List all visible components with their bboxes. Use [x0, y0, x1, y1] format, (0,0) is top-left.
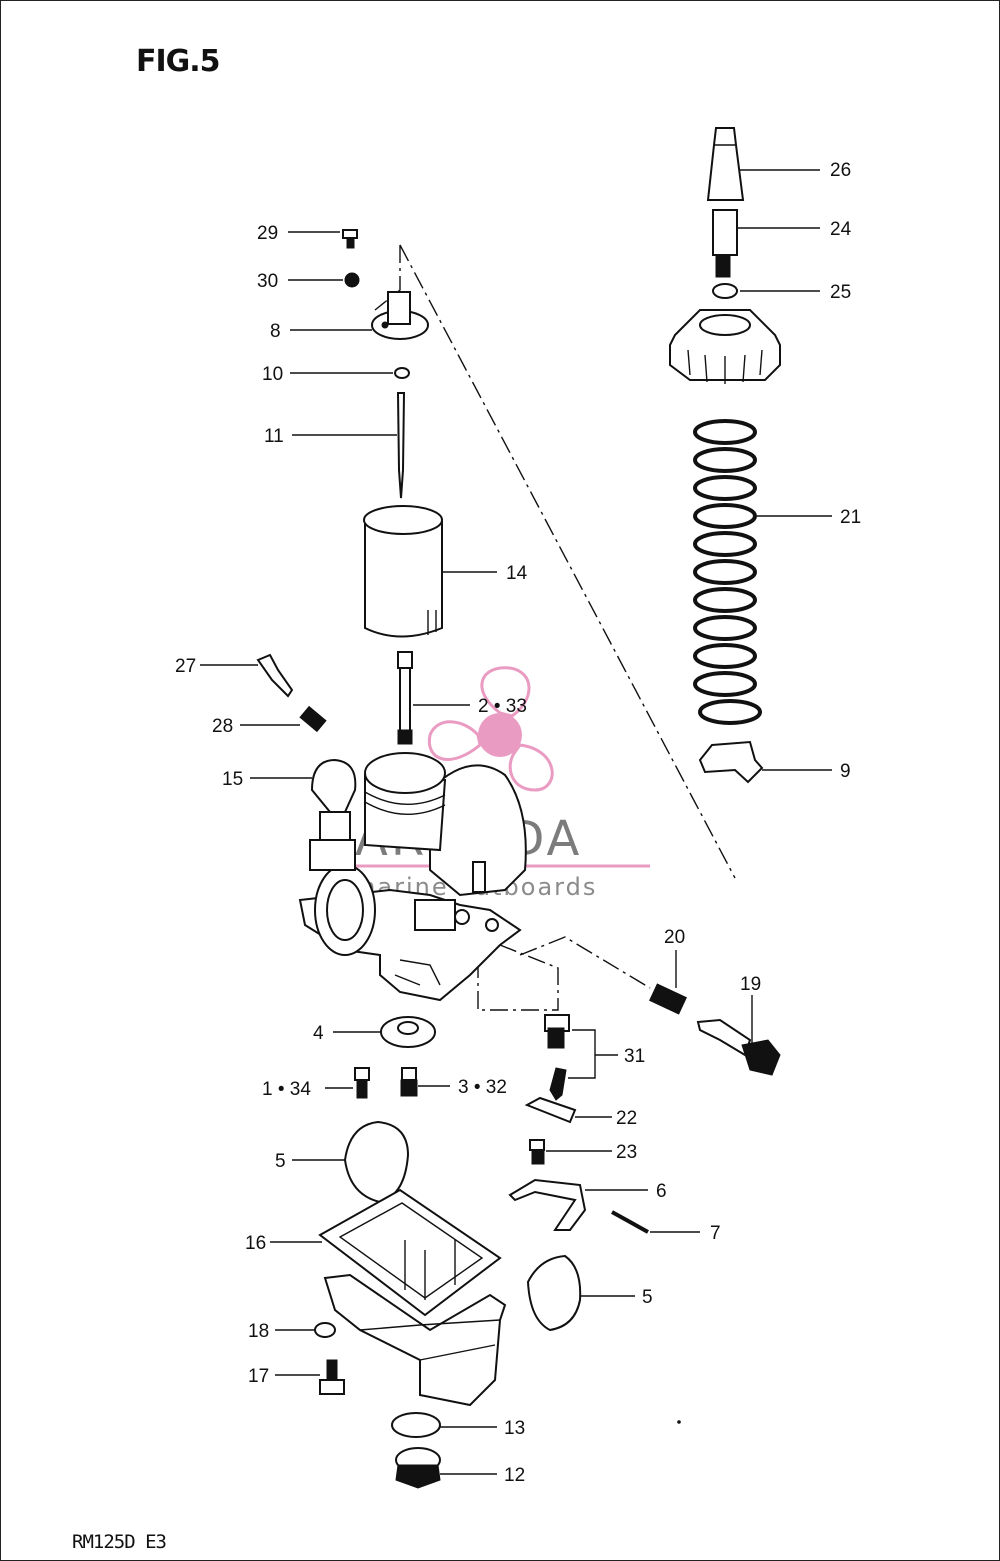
- part-26-cap-boot: [706, 127, 745, 201]
- callout-15: 15: [222, 769, 243, 790]
- part-5-float-b: [526, 1254, 582, 1332]
- callout-24: 24: [830, 219, 852, 240]
- callout-5-lower: 5: [642, 1287, 653, 1308]
- model-code: RM125D E3: [72, 1531, 167, 1553]
- part-19-idle-screw: [696, 1018, 781, 1076]
- part-29-screw: [342, 229, 358, 249]
- callout-26: 26: [830, 160, 851, 181]
- callout-21: 21: [840, 507, 861, 528]
- propeller-icon: [427, 666, 554, 792]
- part-3-32-jet: [400, 1067, 418, 1097]
- callout-3-32: 3 • 32: [458, 1077, 507, 1098]
- part-21-spring: [693, 419, 762, 725]
- part-28-spring-small: [299, 705, 327, 733]
- part-18-washer: [314, 1322, 336, 1338]
- callout-12: 12: [504, 1465, 525, 1486]
- part-9-plate: [698, 740, 764, 784]
- callout-23: 23: [616, 1142, 637, 1163]
- callout-10: 10: [262, 364, 283, 385]
- part-27-air-screw: [256, 653, 294, 698]
- part-needle-jet: [397, 651, 413, 745]
- callout-4: 4: [313, 1023, 324, 1044]
- part-17-screw: [319, 1359, 345, 1395]
- callout-28: 28: [212, 716, 233, 737]
- part-5-float-a: [343, 1120, 410, 1204]
- part-10-clip: [394, 367, 410, 379]
- part-top-cap: [669, 309, 781, 384]
- callout-6: 6: [656, 1181, 667, 1202]
- callout-31: 31: [624, 1046, 645, 1067]
- figure-title: FIG.5: [136, 44, 221, 79]
- part-22-clip: [524, 1096, 577, 1124]
- part-25-nut: [712, 283, 738, 299]
- callout-labels: 26 24 25 29 30 8 10 11 14 21 27 2 • 33 2…: [175, 160, 861, 1486]
- part-14-throttle-valve: [363, 505, 443, 638]
- part-6-float-arm: [508, 1178, 587, 1231]
- callout-9: 9: [840, 761, 851, 782]
- carburetor-body: [298, 752, 527, 1002]
- callout-22: 22: [616, 1108, 637, 1129]
- callout-27: 27: [175, 656, 196, 677]
- part-7-pin: [611, 1210, 649, 1234]
- speck: [677, 1420, 681, 1424]
- part-23-screw: [529, 1139, 545, 1165]
- part-31-needle-valve: [544, 1014, 570, 1101]
- callout-30: 30: [257, 271, 278, 292]
- callout-20: 20: [664, 927, 685, 948]
- callout-7: 7: [710, 1223, 721, 1244]
- leader-lines: [200, 169, 832, 1475]
- part-8-holder: [371, 291, 429, 340]
- part-20-spring: [649, 983, 687, 1015]
- part-30-ball: [344, 272, 360, 288]
- part-11-needle: [396, 392, 406, 499]
- part-24-adjuster: [712, 209, 738, 278]
- callout-16: 16: [245, 1233, 266, 1254]
- callout-2-33: 2 • 33: [478, 696, 527, 717]
- callout-17: 17: [248, 1366, 269, 1387]
- callout-29: 29: [257, 223, 278, 244]
- callout-11: 11: [264, 426, 284, 447]
- callout-25: 25: [830, 282, 851, 303]
- callout-14: 14: [506, 563, 528, 584]
- callout-8: 8: [270, 321, 281, 342]
- part-1-34-jet: [354, 1067, 370, 1099]
- callout-19: 19: [740, 974, 761, 995]
- part-4-ring: [380, 1016, 436, 1048]
- part-float-chamber: [323, 1240, 507, 1407]
- part-12-drain-plug: [395, 1447, 441, 1489]
- callout-1-34: 1 • 34: [262, 1079, 311, 1100]
- callout-5-upper: 5: [275, 1151, 286, 1172]
- part-13-oring: [391, 1412, 441, 1438]
- callout-18: 18: [248, 1321, 269, 1342]
- callout-13: 13: [504, 1418, 525, 1439]
